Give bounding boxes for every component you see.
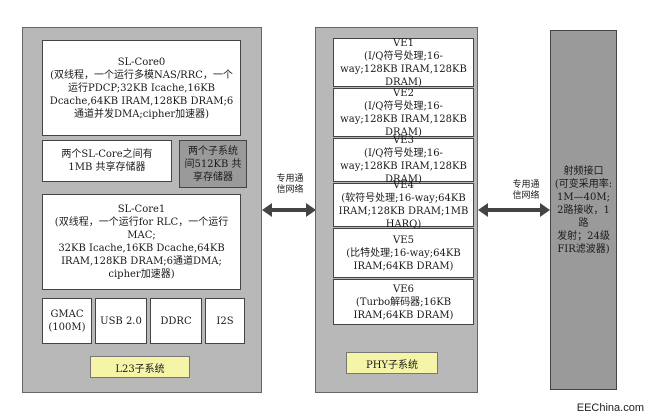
gmac-box: GMAC (100M): [42, 298, 92, 344]
shared-memory-box: 两个SL-Core之间有 1MB 共享存储器: [42, 140, 172, 182]
subsystem-shared-memory-box: 两个子系统 间512KB 共 享存储器: [179, 140, 247, 188]
ve5-box: VE5 (比特处理;16-way;64KB IRAM;64KB DRAM): [333, 228, 474, 278]
i2s-box: I2S: [205, 298, 245, 344]
ve2-box: VE2 (I/Q符号处理;16-way;128KB IRAM,128KB DRA…: [333, 88, 474, 138]
site-watermark: EEChina.com: [576, 402, 644, 414]
usb-box: USB 2.0: [95, 298, 147, 344]
bidirectional-arrow-1: [262, 203, 316, 217]
ve4-box: VE4 (软符号处理;16-way;64KB IRAM;128KB DRAM;1…: [333, 180, 474, 230]
ve3-box: VE3 (I/Q符号处理;16-way;128KB IRAM,128KB DRA…: [333, 135, 474, 185]
network-label-2: 专用通 信网络: [512, 180, 540, 201]
ve1-box: VE1 (I/Q符号处理;16-way;128KB IRAM,128KB DRA…: [333, 38, 474, 88]
l23-subsystem-title: L23子系统: [90, 356, 190, 378]
ddrc-box: DDRC: [150, 298, 202, 344]
sl-core0-box: SL-Core0 (双线程，一个运行多模NAS/RRC，一个运行PDCP;32K…: [42, 40, 241, 136]
phy-subsystem-title: PHY子系统: [346, 352, 438, 374]
sl-core1-box: SL-Core1 (双线程，一个运行for RLC，一个运行MAC; 32KB …: [42, 194, 241, 290]
bidirectional-arrow-2: [478, 203, 550, 217]
rf-interface-box: 射频接口 (可变采用率: 1M—40M; 2路接收，1路 发射；24级 FIR滤…: [550, 30, 617, 390]
ve6-box: VE6 (Turbo解码器;16KB IRAM;64KB DRAM): [333, 279, 474, 325]
network-label-1: 专用通 信网络: [276, 174, 304, 195]
